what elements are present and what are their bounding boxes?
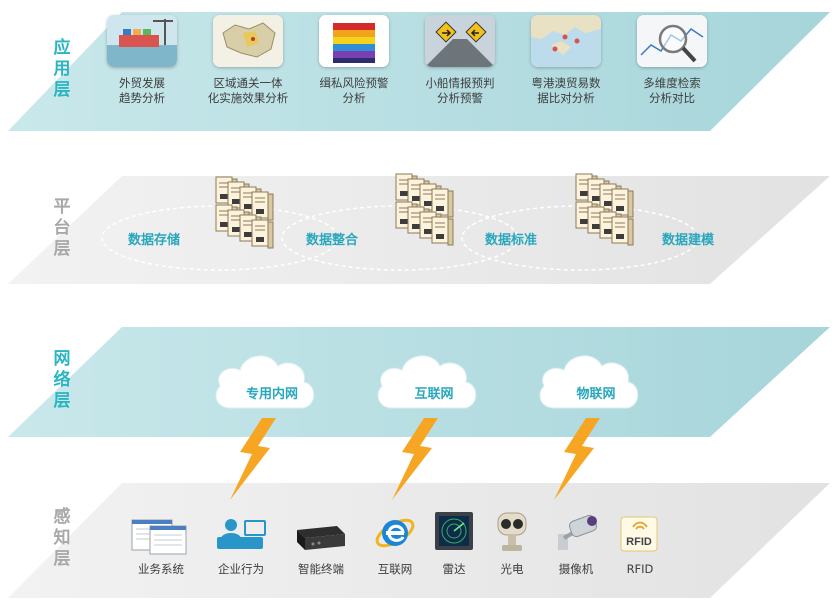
device-label-electro-optical: 光电 <box>500 562 524 576</box>
rfid-badge-text: RFID <box>626 536 652 548</box>
port-ship-image <box>107 15 177 67</box>
app-caption-3-line2: 分析 <box>342 91 366 105</box>
smart-terminal-icon <box>293 520 349 556</box>
app-caption-3-line1: 缉私风险预警 <box>319 76 389 90</box>
cloud-label-iot: 物联网 <box>576 387 616 402</box>
business-system-icon <box>130 516 190 560</box>
app-caption-2-line2: 化实施效果分析 <box>207 91 289 105</box>
risk-stack-image <box>319 15 389 67</box>
rfid-icon: RFID <box>619 515 659 557</box>
device-label-camera: 摄像机 <box>558 562 594 576</box>
app-caption-4: 小船情报预判 分析预警 <box>415 76 505 106</box>
lightning-bolt-1 <box>230 418 276 500</box>
app-caption-5: 粤港澳贸易数 据比对分析 <box>521 76 611 106</box>
coast-map-image <box>531 15 601 67</box>
app-caption-6-line2: 分析对比 <box>649 91 695 105</box>
cloud-label-internet: 互联网 <box>414 387 454 402</box>
device-label-radar: 雷达 <box>442 562 466 576</box>
lightning-bolt-3 <box>554 418 600 500</box>
app-caption-2-line1: 区域通关一体 <box>213 76 283 90</box>
platform-dashed-rings <box>101 205 699 271</box>
perception-layer-label: 感知层 <box>53 507 71 569</box>
electro-optical-icon <box>494 511 530 559</box>
app-caption-5-line1: 粤港澳贸易数 <box>531 76 601 90</box>
region-map-image <box>213 15 283 67</box>
platform-layer-label: 平台层 <box>53 197 71 259</box>
device-label-business-system: 业务系统 <box>138 562 184 576</box>
app-caption-3: 缉私风险预警 分析 <box>309 76 399 106</box>
road-sign-image <box>425 15 495 67</box>
op-data-storage: 数据存储 <box>128 233 181 248</box>
device-label-smart-terminal: 智能终端 <box>298 562 344 576</box>
app-caption-2: 区域通关一体 化实施效果分析 <box>203 76 293 106</box>
app-caption-4-line1: 小船情报预判 <box>425 76 495 90</box>
app-caption-6: 多维度检索 分析对比 <box>627 76 717 106</box>
op-data-modeling: 数据建模 <box>662 233 715 248</box>
op-data-standard: 数据标准 <box>485 233 538 248</box>
enterprise-behavior-icon <box>213 515 269 555</box>
magnifier-chart-image <box>637 15 707 67</box>
lightning-bolts <box>230 418 600 500</box>
device-label-rfid: RFID <box>626 562 654 576</box>
app-caption-1: 外贸发展 趋势分析 <box>107 76 177 106</box>
app-caption-5-line2: 据比对分析 <box>537 91 595 105</box>
perception-layer-band <box>8 483 830 598</box>
app-caption-1-line1: 外贸发展 <box>119 76 165 90</box>
cloud-label-private-network: 专用内网 <box>245 387 298 402</box>
device-label-internet: 互联网 <box>377 562 413 576</box>
radar-icon <box>434 511 474 557</box>
device-label-enterprise-behavior: 企业行为 <box>218 562 264 576</box>
app-caption-4-line2: 分析预警 <box>437 91 483 105</box>
op-data-integration: 数据整合 <box>306 233 359 248</box>
application-layer-label: 应用层 <box>53 38 71 100</box>
app-caption-1-line2: 趋势分析 <box>119 91 165 105</box>
network-layer-label: 网络层 <box>53 349 71 411</box>
lightning-bolt-2 <box>392 418 438 500</box>
camera-icon <box>556 512 600 558</box>
internet-explorer-icon <box>373 511 417 559</box>
app-caption-6-line1: 多维度检索 <box>643 76 701 90</box>
